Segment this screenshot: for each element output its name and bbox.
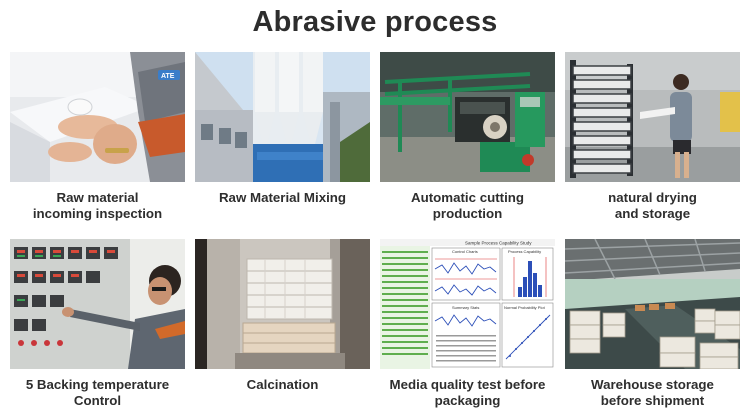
process-step-raw-material-mixing: Raw Material Mixing xyxy=(195,52,370,206)
normal-probability-label: Normal Probability Plot xyxy=(504,305,546,310)
caption-calcination: Calcination xyxy=(195,377,370,393)
caption-line-2: production xyxy=(432,206,503,221)
photo-warehouse-storage xyxy=(565,239,740,369)
process-step-backing-temperature: 5 Backing temperature Control xyxy=(10,239,185,409)
caption-line-2: Control xyxy=(73,393,122,408)
caption-line-2: incoming inspection xyxy=(32,206,163,221)
caption-line-1: Automatic cutting xyxy=(410,190,525,205)
caption-line-1: Warehouse storage xyxy=(591,377,714,392)
process-step-calcination: Calcination xyxy=(195,239,370,393)
caption-line-1: Raw material xyxy=(56,190,139,205)
photo-calcination xyxy=(195,239,370,369)
page-title: Abrasive process xyxy=(252,6,498,38)
brand-mark: ATE xyxy=(161,73,175,80)
photo-media-quality-test: Sample Process Capability Study Control … xyxy=(380,239,555,369)
photo-raw-material-mixing xyxy=(195,52,370,182)
caption-raw-material-mixing: Raw Material Mixing xyxy=(195,190,370,206)
caption-line-1: natural drying xyxy=(608,190,697,205)
photo-automatic-cutting xyxy=(380,52,555,182)
summary-stats-label: Summary Stats xyxy=(452,305,479,310)
process-step-natural-drying: natural drying and storage xyxy=(565,52,740,222)
photo-natural-drying xyxy=(565,52,740,182)
caption-line-1: 5 Backing temperature xyxy=(25,377,170,392)
caption-media-quality-test: Media quality test before packaging xyxy=(380,377,555,409)
caption-raw-material-inspection: Raw material incoming inspection xyxy=(10,190,185,222)
caption-backing-temperature: 5 Backing temperature Control xyxy=(10,377,185,409)
caption-line-2: packaging xyxy=(434,393,501,408)
process-step-warehouse-storage: Warehouse storage before shipment xyxy=(565,239,740,409)
caption-line-2: and storage xyxy=(614,206,691,221)
photo-raw-material-inspection: ATE xyxy=(10,52,185,182)
caption-line-1: Raw Material Mixing xyxy=(218,190,347,205)
process-step-automatic-cutting: Automatic cutting production xyxy=(380,52,555,222)
photo-backing-temperature xyxy=(10,239,185,369)
caption-automatic-cutting: Automatic cutting production xyxy=(380,190,555,222)
caption-warehouse-storage: Warehouse storage before shipment xyxy=(565,377,740,409)
caption-line-1: Calcination xyxy=(246,377,319,392)
caption-natural-drying: natural drying and storage xyxy=(565,190,740,222)
caption-line-2: before shipment xyxy=(600,393,705,408)
caption-line-1: Media quality test before xyxy=(389,377,546,392)
process-step-media-quality-test: Sample Process Capability Study Control … xyxy=(380,239,555,409)
control-charts-label: Control Charts xyxy=(452,249,478,254)
process-capability-label: Process Capability xyxy=(508,249,541,254)
process-step-raw-material-inspection: ATE Raw material incoming inspection xyxy=(10,52,185,222)
chart-header: Sample Process Capability Study xyxy=(465,241,532,246)
